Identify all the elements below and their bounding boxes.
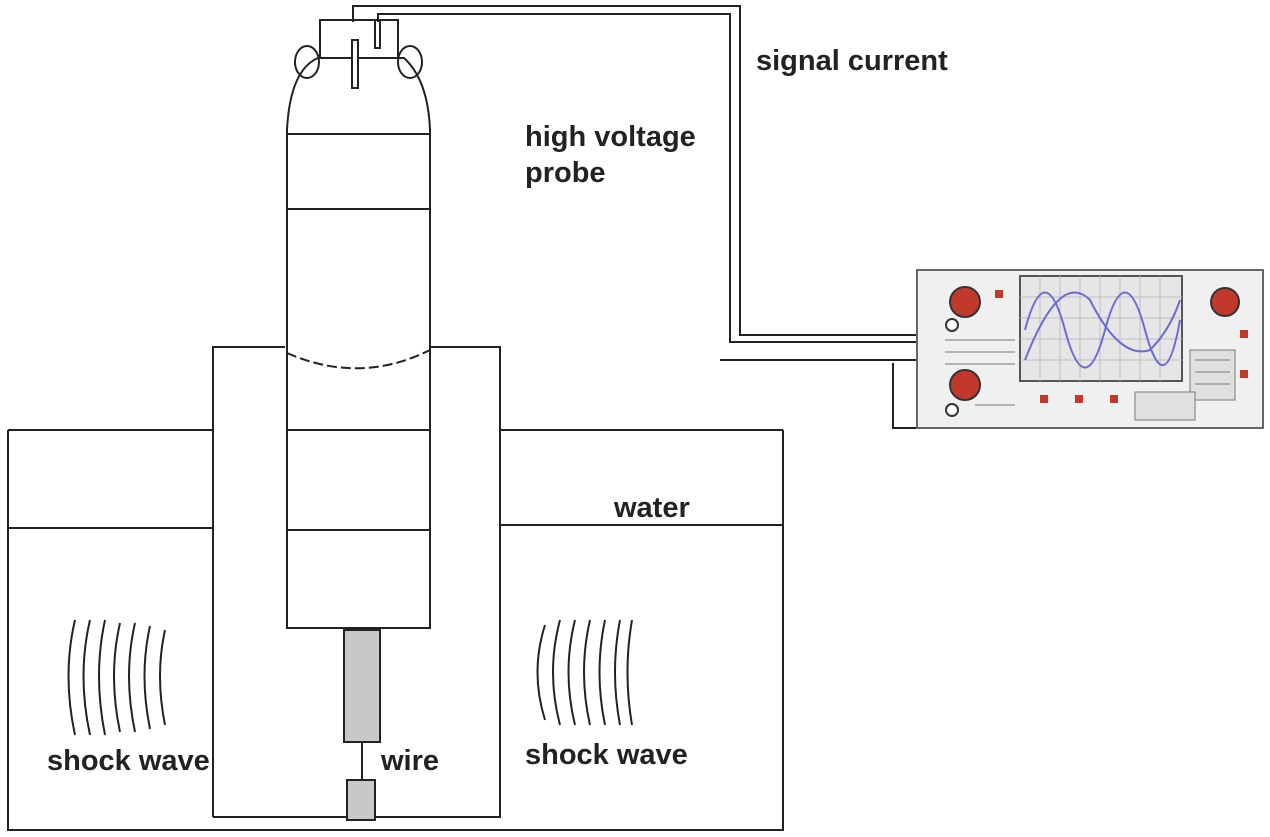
label-wire: wire xyxy=(381,745,440,777)
signal-cable xyxy=(352,5,917,429)
water-surface xyxy=(8,524,783,529)
label-probe: probe xyxy=(525,157,606,189)
wire-assembly xyxy=(343,629,381,821)
oscilloscope-icon xyxy=(916,269,1264,429)
label-shock-wave-left: shock wave xyxy=(47,745,210,777)
label-water: water xyxy=(614,492,690,524)
label-high-voltage: high voltage xyxy=(525,121,696,153)
shock-wave-left-icon xyxy=(67,619,166,736)
shock-wave-right-icon xyxy=(536,619,633,726)
label-shock-wave-right: shock wave xyxy=(525,739,688,771)
water-tank xyxy=(7,429,784,831)
label-signal-current: signal current xyxy=(756,45,948,77)
high-voltage-probe-icon xyxy=(286,19,431,629)
